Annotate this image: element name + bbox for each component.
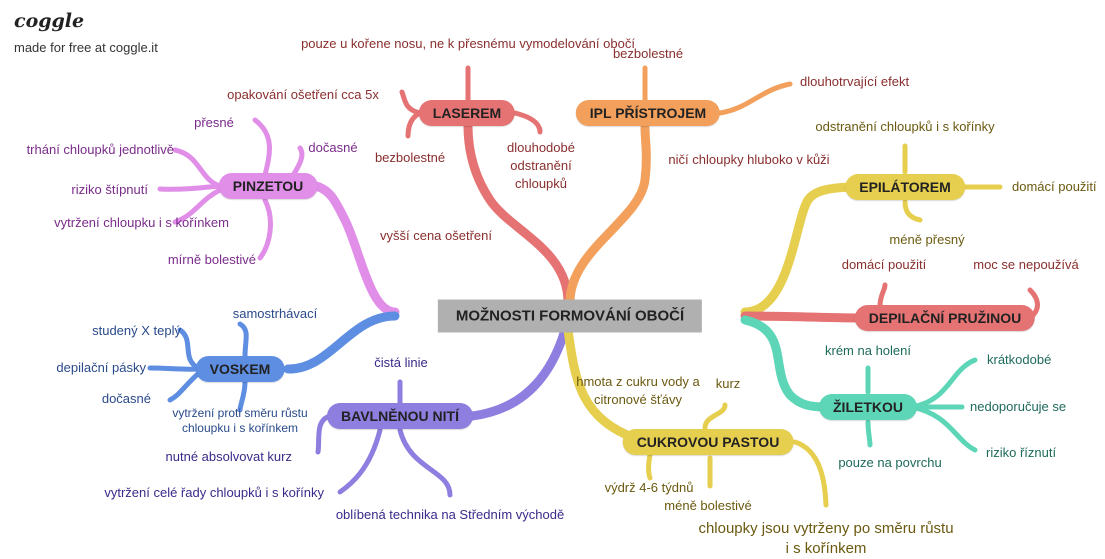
- coggle-tagline[interactable]: made for free at coggle.it: [14, 40, 158, 55]
- laser-leaf-repeat[interactable]: opakování ošetření cca 5x: [227, 87, 379, 102]
- ziletka-node[interactable]: ŽILETKOU: [819, 394, 917, 420]
- nit-leaf-course[interactable]: nutné absolvovat kurz: [165, 449, 292, 464]
- ipl-leaf-deep[interactable]: ničí chloupky hluboko v kůži: [668, 152, 830, 167]
- ziletka-leaf-surface[interactable]: pouze na povrchu: [838, 455, 942, 470]
- root-node[interactable]: MOŽNOSTI FORMOVÁNÍ OBOČÍ: [437, 299, 703, 333]
- pasta-node[interactable]: CUKROVOU PASTOU: [622, 429, 794, 455]
- epilator-leaf-home[interactable]: domácí použití: [1012, 179, 1097, 194]
- ziletka-branch-lines: [740, 315, 978, 453]
- pinzeta-branch-lines: [157, 117, 400, 317]
- nit-leaf-popular[interactable]: oblíbená technika na Středním východě: [335, 507, 565, 522]
- pruzina-leaf-home[interactable]: domácí použití: [841, 257, 927, 272]
- vosk-leaf-temporary[interactable]: dočasné: [101, 391, 151, 406]
- pasta-leaf-mix[interactable]: hmota z cukru vody a citronové šťávy: [576, 374, 700, 407]
- epilator-node[interactable]: EPILÁTOREM: [845, 174, 965, 200]
- nit-node[interactable]: BAVLNĚNOU NITÍ: [327, 403, 473, 429]
- ziletka-leaf-not-recommended[interactable]: nedoporučuje se: [970, 399, 1067, 414]
- pinzeta-node[interactable]: PINZETOU: [218, 173, 318, 199]
- pruzina-node[interactable]: DEPILAČNÍ PRUŽINOU: [854, 305, 1036, 331]
- pinzeta-leaf-mild[interactable]: mírně bolestivé: [167, 252, 256, 267]
- vosk-leaf-strips[interactable]: depilační pásky: [56, 360, 146, 375]
- ziletka-leaf-cream[interactable]: krém na holení: [825, 343, 911, 358]
- laser-leaf-price[interactable]: vyšší cena ošetření: [380, 228, 492, 243]
- laser-branch-lines: [399, 65, 573, 307]
- laser-leaf-long[interactable]: dlouhodobé odstranění chloupků: [507, 140, 575, 191]
- nit-branch-lines: [315, 325, 570, 498]
- ipl-leaf-painless[interactable]: bezbolestné: [612, 46, 684, 61]
- coggle-logo[interactable]: coggle: [14, 10, 85, 32]
- vosk-leaf-cold-hot[interactable]: studený X teplý: [92, 323, 181, 338]
- ipl-node[interactable]: IPL PŘÍSTROJEM: [575, 100, 721, 126]
- vosk-node[interactable]: VOSKEM: [195, 356, 285, 382]
- pruzina-leaf-rare[interactable]: moc se nepoužívá: [973, 257, 1079, 272]
- ipl-leaf-lasting[interactable]: dlouhotrvající efekt: [800, 74, 910, 89]
- nit-leaf-row[interactable]: vytržení celé řady chloupků i s kořínky: [104, 485, 324, 500]
- laser-leaf-painless[interactable]: bezbolestné: [374, 150, 446, 165]
- pasta-branch-lines: [563, 325, 829, 508]
- laser-node[interactable]: LASEREM: [418, 100, 516, 126]
- pasta-leaf-course[interactable]: kurz: [715, 376, 741, 391]
- laser-leaf-top[interactable]: pouze u kořene nosu, ne k přesnému vymod…: [301, 36, 635, 51]
- pasta-leaf-mild[interactable]: méně bolestivé: [664, 498, 752, 513]
- epilator-leaf-less-precise[interactable]: méně přesný: [889, 232, 965, 247]
- pasta-leaf-direction[interactable]: chloupky jsou vytrženy po směru růstu i …: [698, 520, 954, 557]
- ipl-branch-lines: [565, 65, 793, 307]
- vosk-leaf-self[interactable]: samostrhávací: [232, 306, 318, 321]
- pinzeta-leaf-split[interactable]: riziko štípnutí: [71, 182, 148, 197]
- ziletka-leaf-short[interactable]: krátkodobé: [987, 352, 1052, 367]
- ziletka-leaf-cut[interactable]: riziko říznutí: [986, 445, 1057, 460]
- pinzeta-leaf-temporary[interactable]: dočasné: [308, 140, 358, 155]
- pasta-leaf-durability[interactable]: výdrž 4-6 týdnů: [604, 480, 694, 495]
- epilator-branch-lines: [740, 143, 1003, 317]
- nit-leaf-clean[interactable]: čistá linie: [374, 355, 428, 370]
- pinzeta-leaf-single[interactable]: trhání chloupků jednotlivě: [26, 142, 174, 157]
- epilator-leaf-roots[interactable]: odstranění chloupků i s kořínky: [815, 119, 995, 134]
- vosk-leaf-against[interactable]: vytržení proti směru růstu chloupku i s …: [172, 406, 308, 435]
- pinzeta-leaf-root[interactable]: vytržení chloupku i s kořínkem: [54, 215, 229, 230]
- pinzeta-leaf-precise[interactable]: přesné: [194, 115, 234, 130]
